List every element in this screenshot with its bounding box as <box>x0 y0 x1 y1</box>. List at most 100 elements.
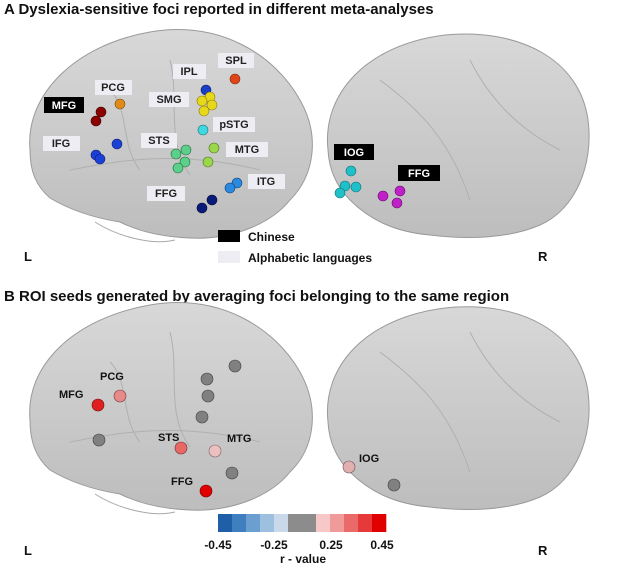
label-iog-r: IOG <box>344 147 364 159</box>
label-b-pcg: PCG <box>100 371 124 383</box>
label-spl: SPL <box>225 55 247 67</box>
seed-pstg <box>195 410 209 424</box>
legend-label-alphabetic: Alphabetic languages <box>248 251 372 265</box>
focus-ffg <box>196 202 208 214</box>
label-itg: ITG <box>257 176 275 188</box>
colorbar-segment <box>218 514 233 532</box>
seed-iog-r <box>342 460 356 474</box>
colorbar-segment <box>260 514 275 532</box>
seed-spl <box>228 359 242 373</box>
focus-mfg <box>90 115 102 127</box>
focus-ffg-r <box>377 190 389 202</box>
colorbar-segment <box>232 514 247 532</box>
label-ifg: IFG <box>52 138 70 150</box>
label-box-iog-r <box>334 144 374 160</box>
focus-mtg <box>202 156 214 168</box>
foci-left-a <box>90 73 243 214</box>
right-brain-b <box>326 306 590 510</box>
label-ffg-r: FFG <box>408 168 430 180</box>
colorbar-segment <box>274 514 289 532</box>
colorbar-tick-2: 0.25 <box>319 538 343 552</box>
colorbar-segment <box>288 514 303 532</box>
label-mtg: MTG <box>235 144 259 156</box>
focus-sts <box>172 162 184 174</box>
focus-ifg <box>111 138 123 150</box>
legend-a: Chinese Alphabetic languages <box>218 230 372 265</box>
focus-iog-r <box>334 187 346 199</box>
focus-ifg <box>94 153 106 165</box>
label-box-ffg <box>147 186 185 201</box>
colorbar-segment <box>246 514 261 532</box>
focus-ffg-r <box>391 197 403 209</box>
label-b-mtg: MTG <box>227 433 251 445</box>
focus-smg <box>196 95 208 107</box>
label-ipl: IPL <box>180 66 197 78</box>
label-box-ipl <box>173 64 206 79</box>
region-labels-b: MFG PCG STS MTG FFG IOG <box>59 371 379 488</box>
colorbar-segment <box>358 514 373 532</box>
colorbar <box>218 514 387 532</box>
seed-smg <box>201 389 215 403</box>
colorbar-segment <box>330 514 345 532</box>
label-box-pstg <box>213 117 255 132</box>
focus-sts <box>179 156 191 168</box>
label-box-mfg <box>44 97 84 113</box>
left-brain-b <box>29 302 313 515</box>
colorbar-tick-1: -0.25 <box>260 538 288 552</box>
label-smg: SMG <box>156 94 181 106</box>
focus-mfg <box>95 106 107 118</box>
seed-ipl <box>200 372 214 386</box>
label-b-mfg: MFG <box>59 389 83 401</box>
label-b-sts: STS <box>158 432 179 444</box>
seed-ffg <box>199 484 213 498</box>
focus-mtg <box>208 142 220 154</box>
seeds-b <box>91 359 401 498</box>
focus-pcg <box>114 98 126 110</box>
focus-ffg-r <box>394 185 406 197</box>
seed-itg <box>225 466 239 480</box>
label-box-pcg <box>95 80 132 95</box>
foci-right-a <box>334 165 406 209</box>
panel-a-title: A Dyslexia-sensitive foci reported in di… <box>4 1 434 18</box>
panel-b-title: B ROI seeds generated by averaging foci … <box>4 288 509 305</box>
focus-iog-r <box>350 181 362 193</box>
label-ffg: FFG <box>155 188 177 200</box>
legend-label-chinese: Chinese <box>248 230 295 244</box>
colorbar-tick-0: -0.45 <box>204 538 232 552</box>
seed-mfg <box>91 398 105 412</box>
colorbar-segment <box>316 514 331 532</box>
focus-ffg <box>206 194 218 206</box>
region-labels-a: SPL IPL PCG SMG MFG pSTG IFG STS MTG ITG… <box>43 53 440 201</box>
seed-sts <box>174 441 188 455</box>
colorbar-segment <box>302 514 317 532</box>
focus-smg <box>206 99 218 111</box>
label-box-itg <box>248 174 285 189</box>
focus-sts <box>180 144 192 156</box>
label-box-smg <box>149 92 189 107</box>
colorbar-label: r - value <box>280 552 326 564</box>
right-brain-a <box>326 33 590 238</box>
label-box-ifg <box>43 136 80 151</box>
left-label-b: L <box>24 543 32 558</box>
label-pcg: PCG <box>101 82 125 94</box>
seed-pcg <box>113 389 127 403</box>
focus-smg <box>198 105 210 117</box>
focus-pstg <box>197 124 209 136</box>
right-label-a: R <box>538 249 548 264</box>
seed-ffg-r <box>387 478 401 492</box>
seed-ifg <box>92 433 106 447</box>
legend-swatch-chinese <box>218 230 240 242</box>
focus-itg <box>224 182 236 194</box>
seed-mtg <box>208 444 222 458</box>
right-label-b: R <box>538 543 548 558</box>
label-box-mtg <box>226 142 268 157</box>
label-b-iog: IOG <box>359 453 379 465</box>
label-sts: STS <box>148 135 169 147</box>
label-mfg: MFG <box>52 100 76 112</box>
focus-sts <box>170 148 182 160</box>
colorbar-tick-3: 0.45 <box>370 538 394 552</box>
label-pstg: pSTG <box>219 119 248 131</box>
colorbar-segment <box>372 514 387 532</box>
left-label-a: L <box>24 249 32 264</box>
